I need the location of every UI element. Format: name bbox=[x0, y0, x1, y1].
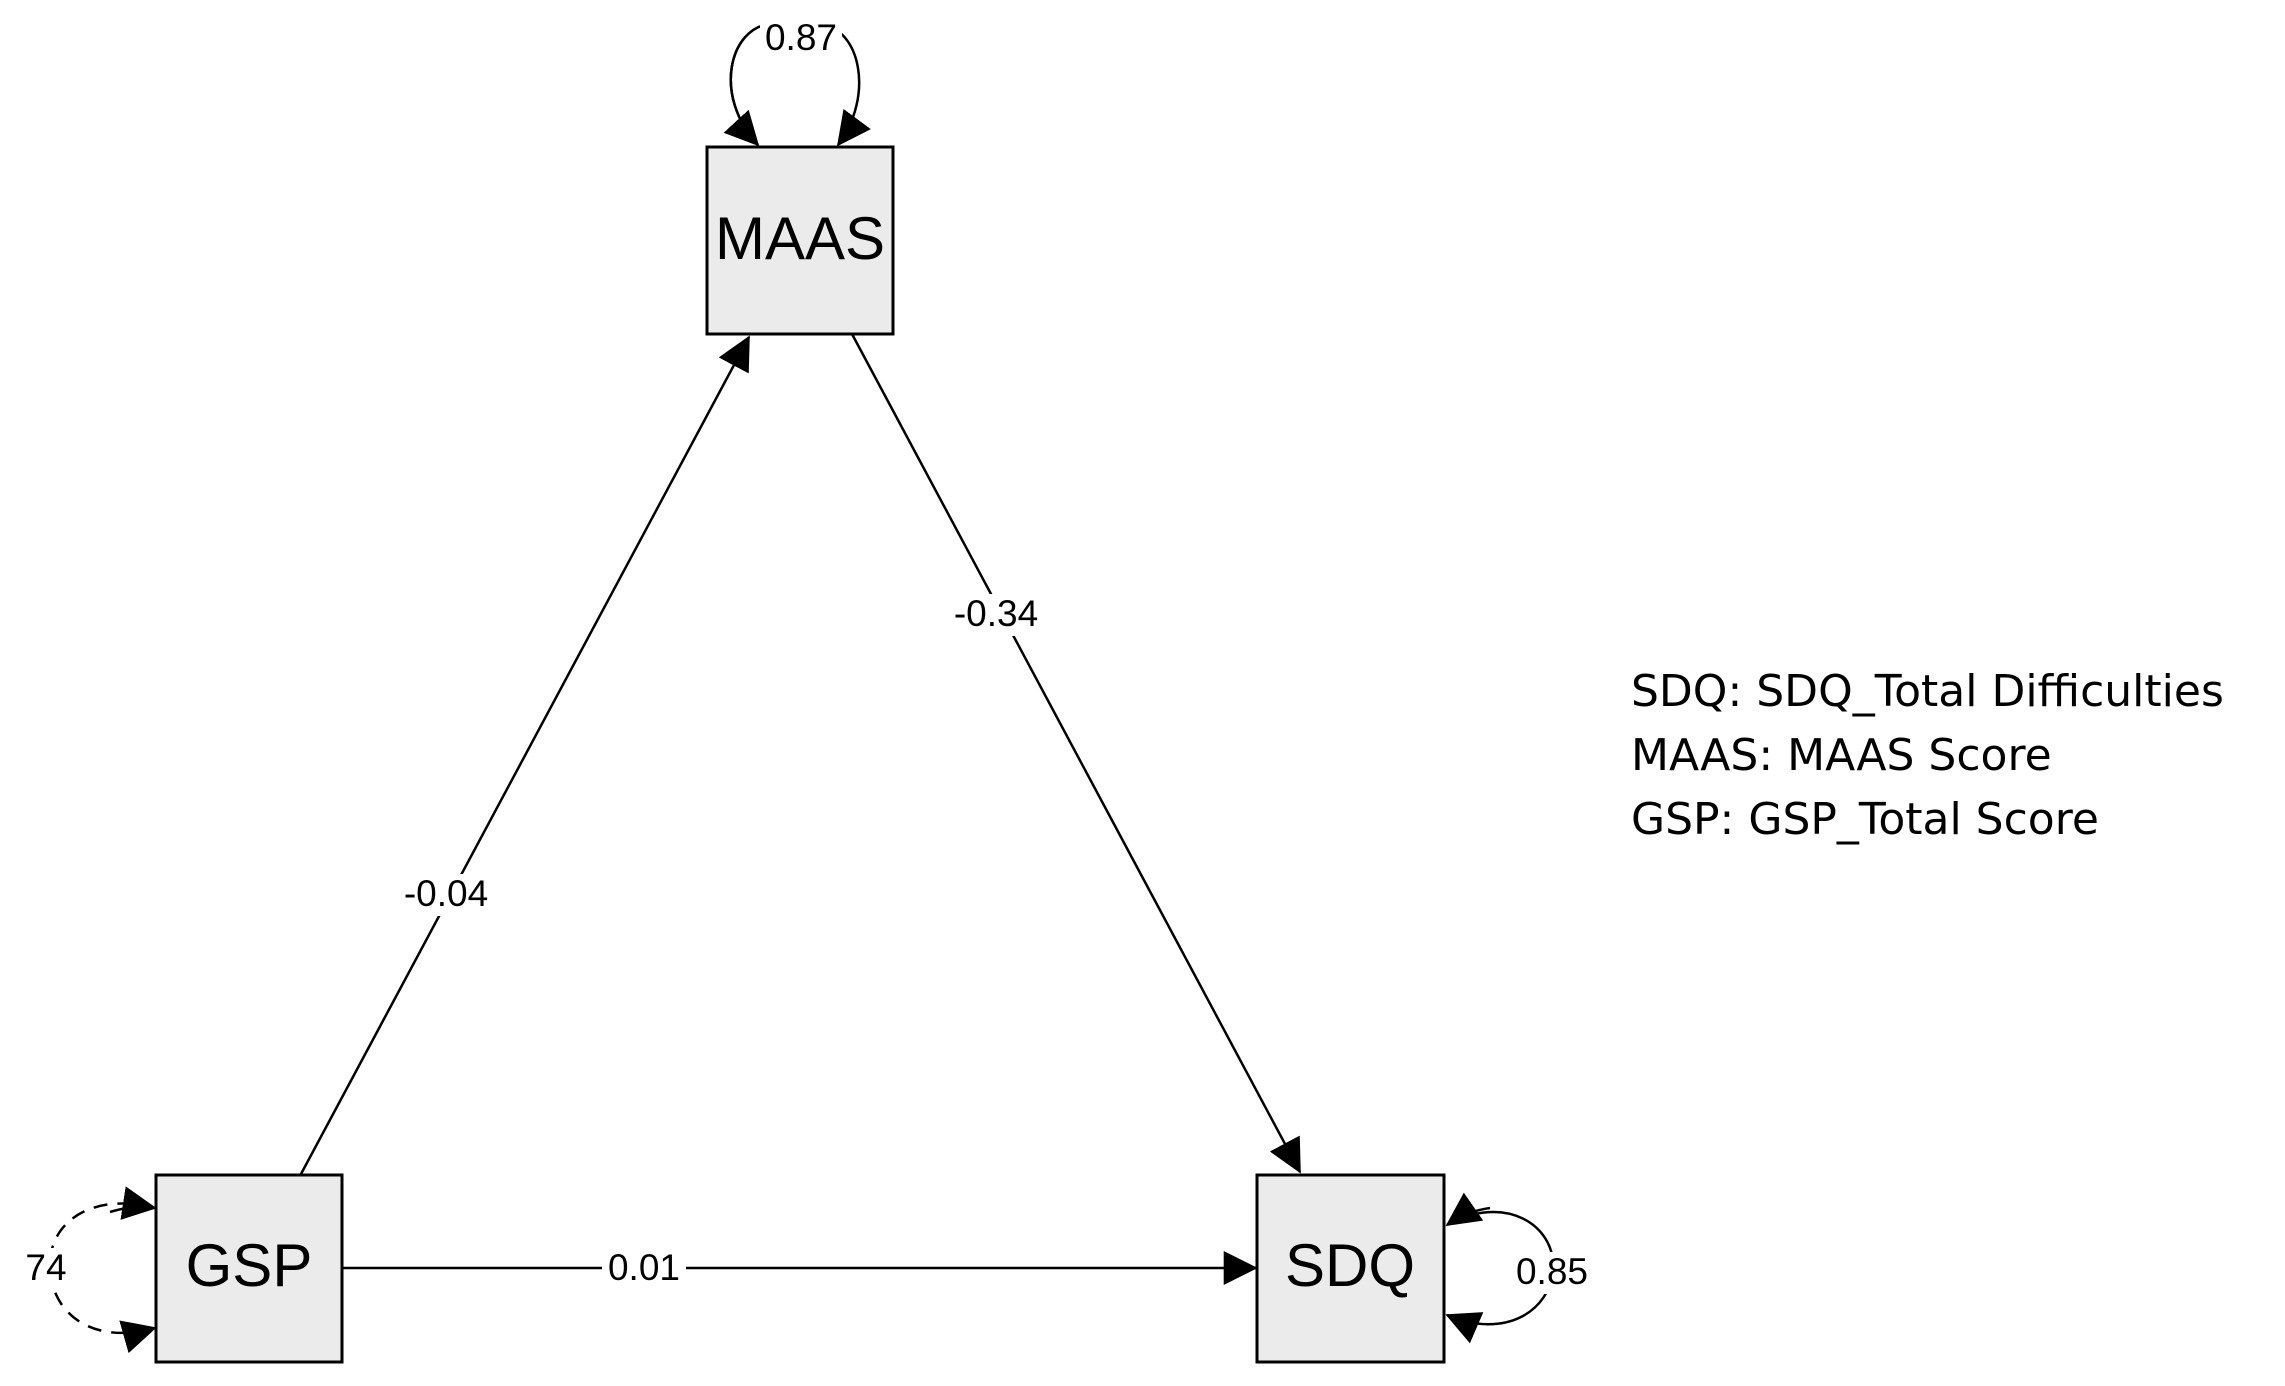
variance-loop-gsp bbox=[48, 1202, 157, 1354]
node-gsp: GSP bbox=[154, 1173, 344, 1364]
variance-loop-gsp-top bbox=[109, 1186, 157, 1220]
path-maas-to-sdq bbox=[850, 333, 1302, 1174]
legend-item-sdq: SDQ: SDQ_Total Difficulties bbox=[1631, 666, 2224, 717]
variance-gsp-value: 74 bbox=[25, 1247, 66, 1288]
variance-loop-sdq-top bbox=[1445, 1192, 1491, 1227]
node-sdq: SDQ bbox=[1255, 1173, 1446, 1364]
variance-sdq-value: 0.85 bbox=[1516, 1251, 1588, 1292]
node-maas-label: MAAS bbox=[715, 205, 885, 272]
variance-loop-maas-left bbox=[723, 22, 771, 147]
path-gsp-to-maas bbox=[299, 335, 751, 1175]
node-gsp-label: GSP bbox=[186, 1232, 313, 1299]
node-sdq-label: SDQ bbox=[1285, 1232, 1415, 1299]
coef-gsp-sdq: 0.01 bbox=[608, 1247, 680, 1288]
coef-gsp-maas: -0.04 bbox=[404, 873, 488, 914]
node-maas: MAAS bbox=[705, 145, 895, 336]
coef-maas-sdq: -0.34 bbox=[954, 593, 1038, 634]
variance-maas-value: 0.87 bbox=[765, 17, 837, 58]
legend: SDQ: SDQ_Total Difficulties MAAS: MAAS S… bbox=[1631, 666, 2224, 845]
legend-item-gsp: GSP: GSP_Total Score bbox=[1631, 794, 2099, 845]
legend-item-maas: MAAS: MAAS Score bbox=[1631, 730, 2052, 781]
